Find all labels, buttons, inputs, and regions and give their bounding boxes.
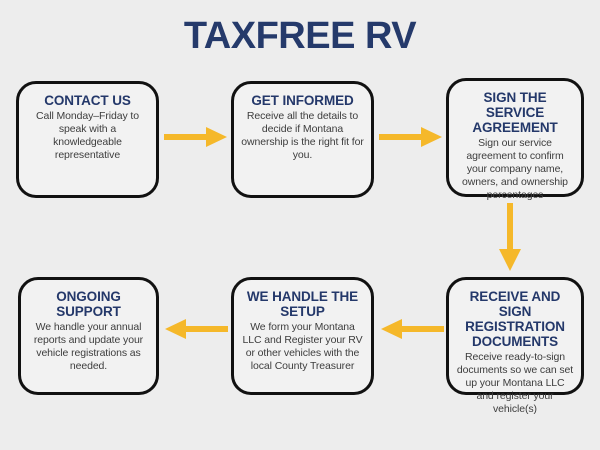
arrow-right-icon: [379, 126, 442, 148]
step-body: We handle your annual reports and update…: [33, 321, 144, 372]
step-title: ONGOING SUPPORT: [56, 289, 121, 320]
step-body: We form your Montana LLC and Register yo…: [242, 321, 363, 372]
step-box-contact-us[interactable]: CONTACT US Call Monday–Friday to speak w…: [16, 81, 159, 198]
step-title: GET INFORMED: [251, 93, 354, 108]
step-title: CONTACT US: [44, 93, 131, 108]
step-title: SIGN THE SERVICE AGREEMENT: [472, 90, 558, 136]
step-title: WE HANDLE THE SETUP: [246, 289, 359, 320]
step-body: Receive ready-to-sign documents so we ca…: [456, 351, 574, 415]
step-box-receive-sign-docs[interactable]: RECEIVE AND SIGN REGISTRATION DOCUMENTS …: [446, 277, 584, 415]
step-box-handle-setup[interactable]: WE HANDLE THE SETUP We form your Montana…: [231, 277, 374, 395]
step-body: Receive all the details to decide if Mon…: [241, 110, 364, 161]
step-body: Sign our service agreement to confirm yo…: [462, 137, 568, 201]
arrow-down-icon: [498, 203, 522, 271]
arrow-left-icon: [164, 318, 228, 340]
step-body: Call Monday–Friday to speak with a knowl…: [36, 110, 139, 161]
arrow-right-icon: [164, 126, 227, 148]
step-box-ongoing-support[interactable]: ONGOING SUPPORT We handle your annual re…: [18, 277, 159, 395]
step-box-sign-agreement[interactable]: SIGN THE SERVICE AGREEMENT Sign our serv…: [446, 78, 584, 201]
arrow-left-icon: [380, 318, 444, 340]
step-title: RECEIVE AND SIGN REGISTRATION DOCUMENTS: [465, 289, 565, 350]
page-title: TAXFREE RV: [183, 15, 417, 57]
step-box-get-informed[interactable]: GET INFORMED Receive all the details to …: [231, 81, 374, 198]
